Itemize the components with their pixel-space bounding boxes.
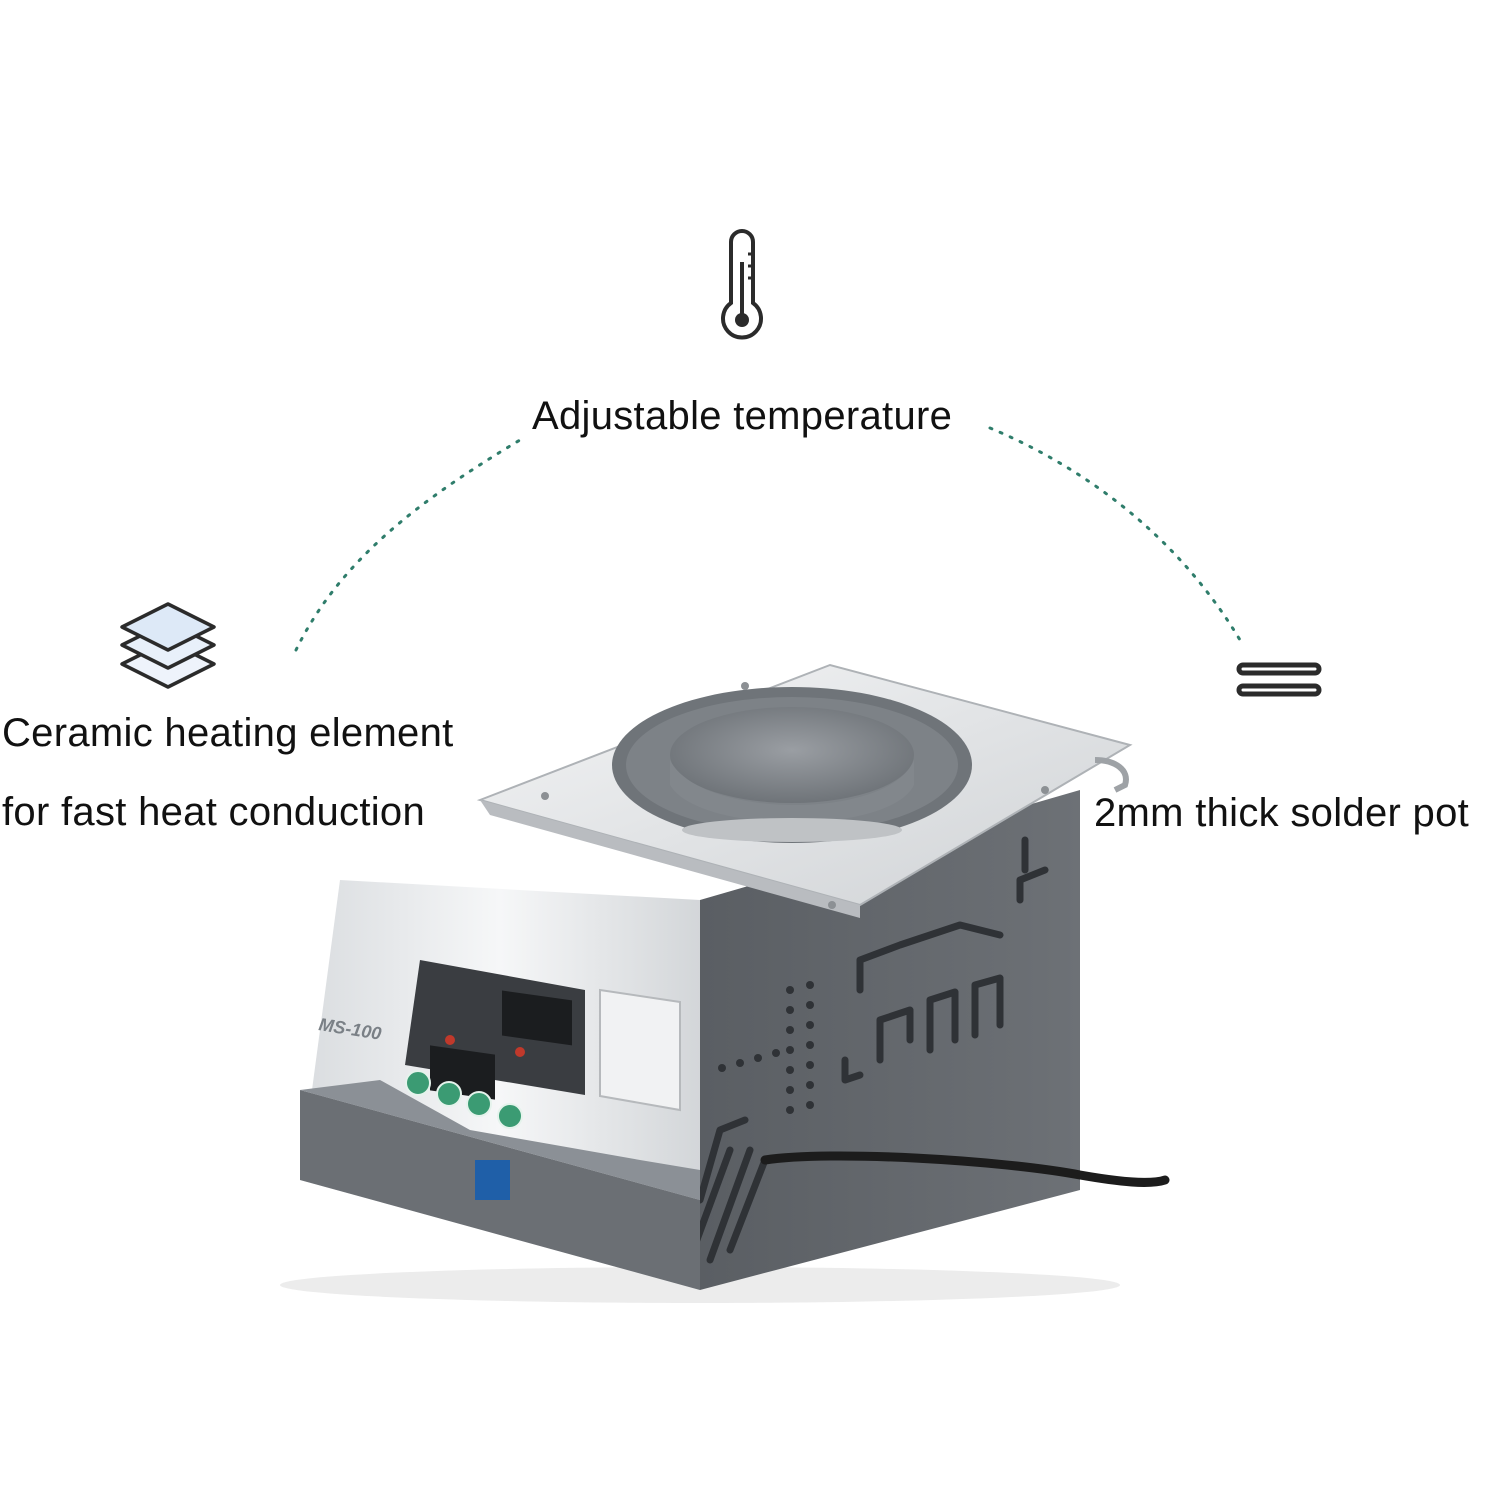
vent-dots (718, 981, 814, 1114)
solder-pot-device: MS-100 (280, 663, 1170, 1303)
feature-label-pot: 2mm thick solder pot (1094, 791, 1470, 835)
display-right (502, 990, 572, 1046)
power-cable (760, 1151, 1170, 1187)
dotted-arc-right (988, 426, 1242, 642)
dotted-arc-left (294, 438, 522, 652)
power-switch (475, 1160, 510, 1200)
vent-pattern (691, 836, 1049, 1264)
double-line-icon (1236, 662, 1322, 697)
feature-label-ceramic-line2: for fast heat conduction (2, 790, 426, 834)
control-buttons (405, 1070, 523, 1129)
dotted-arc (294, 426, 1242, 652)
thermometer-icon (721, 229, 763, 340)
pot-well (670, 707, 914, 803)
layers-icon (120, 602, 216, 689)
feature-label-ceramic-line1: Ceramic heating element (2, 711, 454, 755)
feature-label-temperature: Adjustable temperature (532, 394, 953, 438)
